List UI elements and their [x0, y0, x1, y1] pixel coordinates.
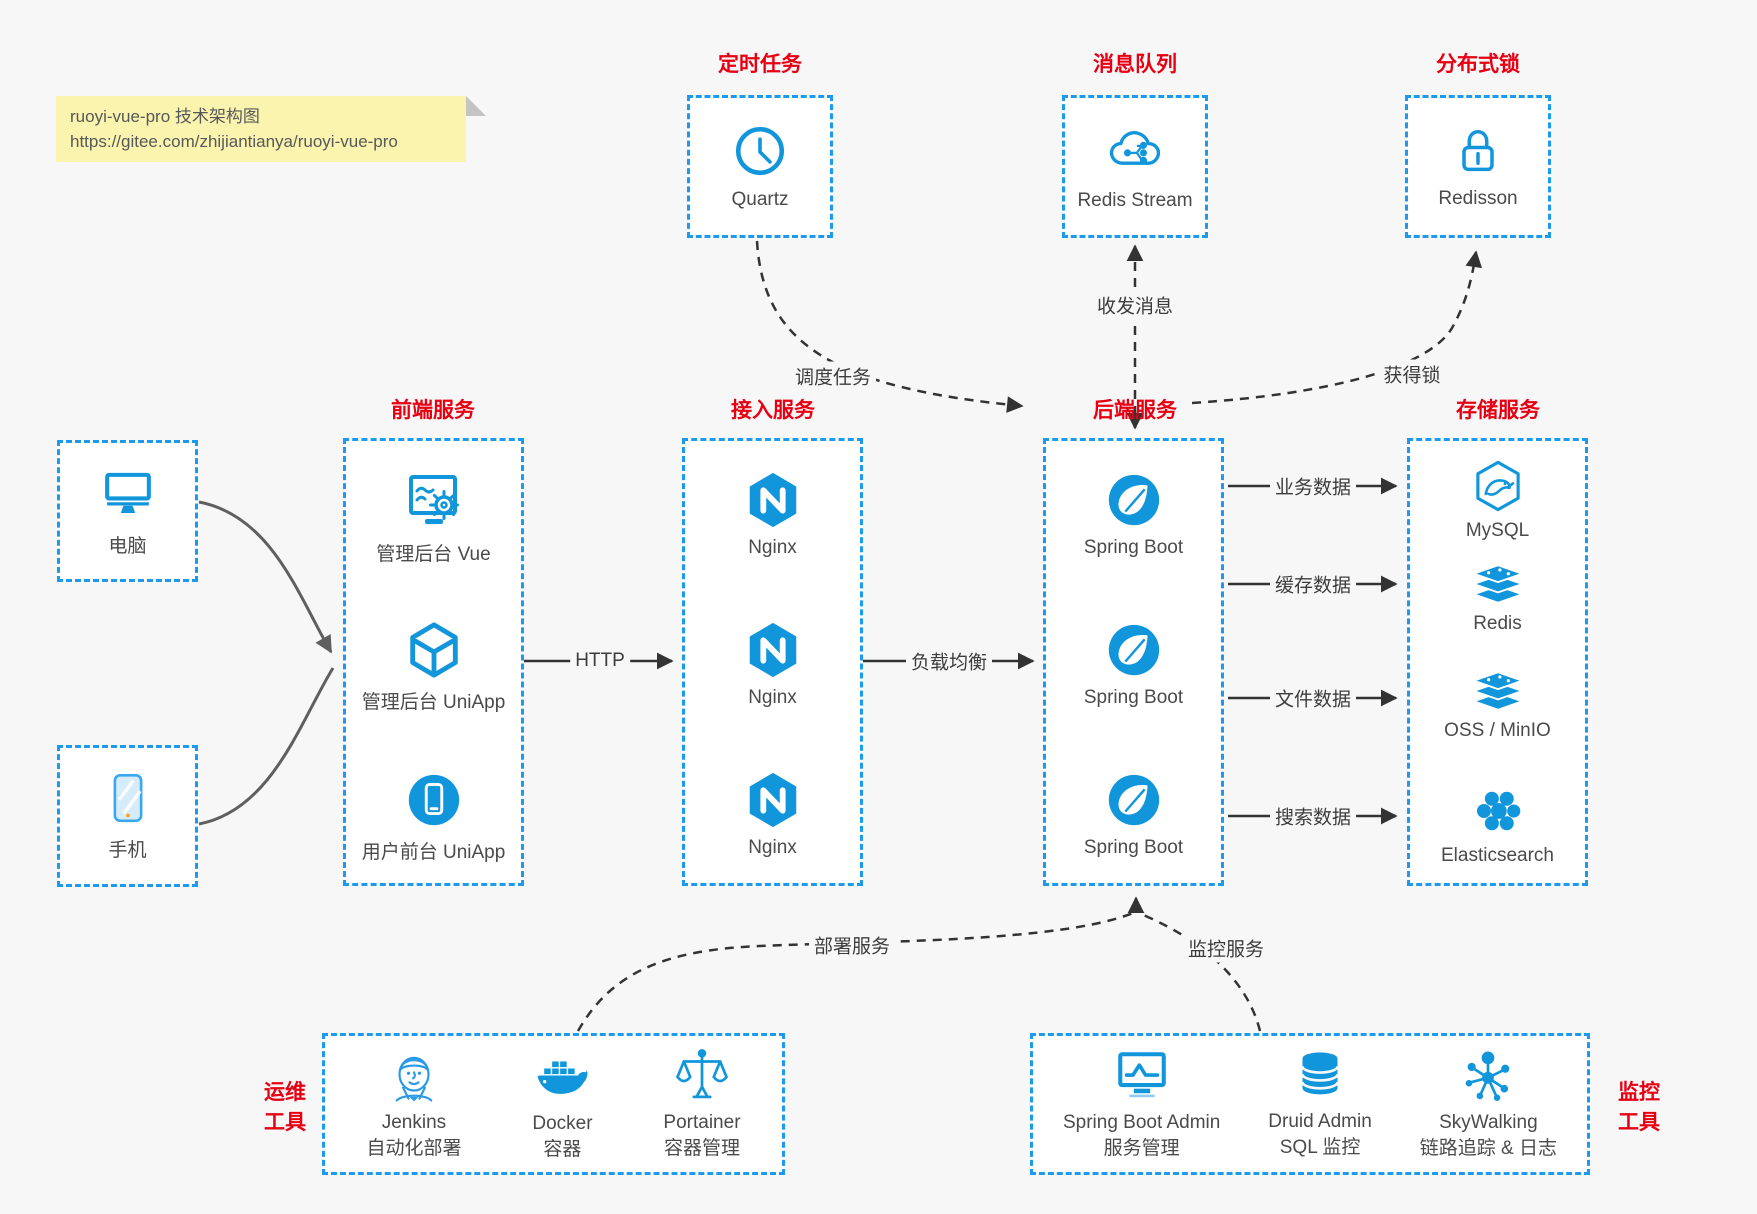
section-title-message-queue: 消息队列: [1093, 53, 1177, 76]
edge-label-acquire-lock: 获得锁: [1378, 359, 1446, 389]
edge-label-cache-data: 缓存数据: [1269, 569, 1357, 599]
oss-minio-icon: [1468, 668, 1528, 714]
node-label-user-uniapp: 用户前台 UniApp: [361, 842, 506, 863]
node-label-springboot-3: Spring Boot: [1083, 837, 1184, 858]
node-label-admin-uniapp: 管理后台 UniApp: [361, 692, 506, 713]
section-title-storage: 存储服务: [1456, 399, 1540, 422]
edge-label-http: HTTP: [570, 649, 630, 673]
edge-label-file-data: 文件数据: [1269, 683, 1357, 713]
edge-label-search-data: 搜索数据: [1269, 801, 1357, 831]
elasticsearch-icon: [1470, 783, 1526, 839]
edge-label-load-balance: 负载均衡: [905, 646, 993, 676]
tool-desc: 容器管理: [663, 1138, 740, 1159]
edge-label-business-data: 业务数据: [1269, 471, 1357, 501]
cube-icon: [403, 619, 465, 681]
section-title-gateway: 接入服务: [731, 399, 815, 422]
tool-name: Spring Boot Admin: [1062, 1112, 1221, 1133]
tool-name: Portainer: [663, 1112, 741, 1133]
tool-desc: 链路追踪 & 日志: [1419, 1138, 1557, 1159]
tool-desc: SQL 监控: [1279, 1137, 1361, 1158]
lock-icon: [1450, 123, 1506, 179]
note-title: ruoyi-vue-pro 技术架构图: [70, 107, 260, 126]
node-label-redis: Redis: [1473, 613, 1522, 634]
node-label-springboot-2: Spring Boot: [1083, 687, 1184, 708]
node-label-quartz: Quartz: [731, 189, 789, 210]
tool-name: Druid Admin: [1268, 1111, 1372, 1132]
edge-label-deploy-service: 部署服务: [808, 930, 896, 960]
client-phone-box: 手机: [57, 745, 198, 887]
tool-item-jenkins: Jenkins 自动化部署: [366, 1047, 461, 1161]
node-label-oss-minio: OSS / MinIO: [1444, 720, 1551, 741]
node-label-nginx-1: Nginx: [748, 537, 797, 558]
admin-vue-icon: [402, 469, 466, 533]
mysql-icon: [1470, 458, 1526, 514]
nginx-icon: [742, 469, 804, 531]
node-label-admin-vue: 管理后台 Vue: [376, 544, 491, 565]
clock-icon: [731, 122, 789, 180]
monitor-tools-side-title: 监控 工具: [1618, 1081, 1660, 1134]
backend-column: Spring Boot Spring Boot Spring Boot: [1043, 438, 1224, 886]
ops-tools-box: Jenkins 自动化部署 Docker 容器: [322, 1033, 785, 1175]
tool-item-docker: Docker 容器: [532, 1046, 593, 1162]
redis-stream-box: Redis Stream: [1062, 95, 1208, 238]
user-app-icon: [403, 769, 465, 831]
tool-desc: 容器: [543, 1139, 582, 1160]
nginx-icon: [742, 619, 804, 681]
section-title-backend: 后端服务: [1093, 399, 1177, 422]
smartphone-icon: [100, 770, 156, 826]
frontend-column: 管理后台 Vue 管理后台 UniApp 用户前台 UniApp: [343, 438, 524, 886]
node-label-elasticsearch: Elasticsearch: [1441, 845, 1554, 866]
docker-icon: [532, 1046, 592, 1106]
sticky-note: ruoyi-vue-pro 技术架构图 https://gitee.com/zh…: [56, 96, 486, 162]
spring-boot-icon: [1103, 619, 1165, 681]
storage-column: MySQL Redis: [1407, 438, 1588, 886]
quartz-box: Quartz: [687, 95, 833, 238]
jenkins-icon: [385, 1047, 443, 1105]
spring-boot-icon: [1103, 469, 1165, 531]
redis-icon: [1468, 561, 1528, 607]
edge-monitor-service: [1140, 912, 1262, 1032]
section-title-scheduled-tasks: 定时任务: [718, 53, 802, 76]
monitor-tools-box: Spring Boot Admin 服务管理 Druid Admi: [1030, 1033, 1590, 1175]
node-label-nginx-2: Nginx: [748, 687, 797, 708]
tool-name: Jenkins: [381, 1112, 447, 1133]
note-fold: [466, 96, 486, 116]
edge-label-schedule-task: 调度任务: [789, 361, 877, 391]
edge-client-pc: [198, 500, 333, 654]
tool-item-portainer: Portainer 容器管理: [663, 1047, 741, 1161]
spring-boot-icon: [1103, 769, 1165, 831]
node-label-pc: 电脑: [108, 536, 147, 557]
redisson-box: Redisson: [1405, 95, 1551, 238]
section-title-distributed-lock: 分布式锁: [1436, 53, 1520, 76]
cloud-share-icon: [1103, 121, 1167, 181]
tool-name: Docker: [532, 1113, 593, 1134]
tool-name: SkyWalking: [1439, 1112, 1538, 1133]
skywalking-icon: [1459, 1047, 1517, 1105]
node-label-redis-stream: Redis Stream: [1077, 190, 1193, 211]
note-url: https://gitee.com/zhijiantianya/ruoyi-vu…: [70, 132, 398, 151]
tool-item-skywalking: SkyWalking 链路追踪 & 日志: [1420, 1047, 1557, 1161]
edge-label-send-receive-message: 收发消息: [1091, 290, 1179, 320]
nginx-icon: [742, 769, 804, 831]
tool-item-druid: Druid Admin SQL 监控: [1268, 1048, 1372, 1160]
tool-desc: 自动化部署: [366, 1138, 462, 1159]
gateway-column: Nginx Nginx Nginx: [682, 438, 863, 886]
node-label-nginx-3: Nginx: [748, 837, 797, 858]
tool-desc: 服务管理: [1103, 1138, 1180, 1159]
druid-icon: [1292, 1048, 1348, 1104]
monitor-icon: [99, 464, 157, 522]
node-label-phone: 手机: [108, 840, 147, 861]
node-label-mysql: MySQL: [1465, 520, 1530, 541]
client-pc-box: 电脑: [57, 440, 198, 582]
spring-boot-admin-icon: [1113, 1047, 1171, 1105]
portainer-icon: [673, 1047, 731, 1105]
node-label-redisson: Redisson: [1438, 188, 1518, 209]
edge-client-phone: [198, 667, 335, 826]
ops-tools-side-title: 运维 工具: [264, 1081, 306, 1134]
edge-label-monitor-service: 监控服务: [1182, 933, 1270, 963]
node-label-springboot-1: Spring Boot: [1083, 537, 1184, 558]
section-title-frontend: 前端服务: [391, 399, 475, 422]
tool-item-spring-boot-admin: Spring Boot Admin 服务管理: [1063, 1047, 1220, 1161]
